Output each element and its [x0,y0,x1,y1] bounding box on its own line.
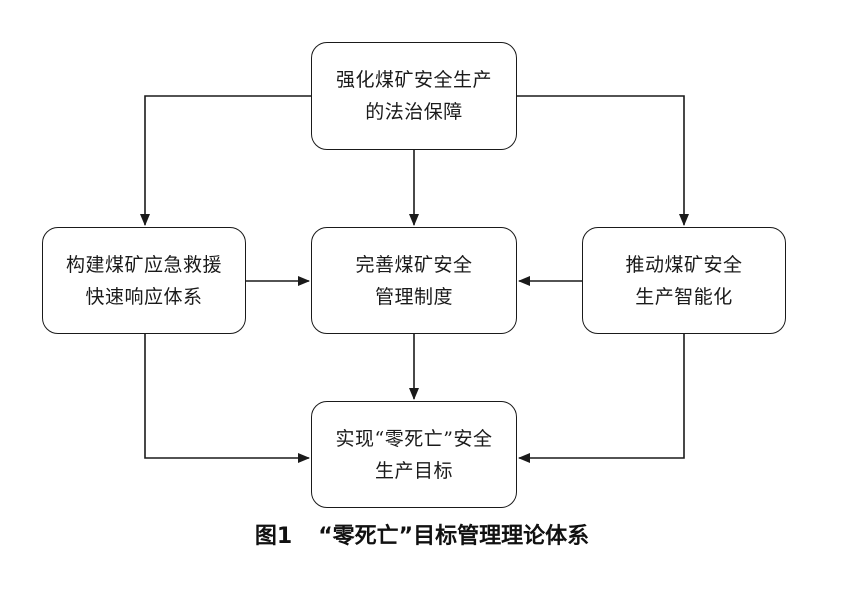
figure-number: 图1 [254,524,293,549]
arrow-top-to-right [517,95,689,226]
node-emergency-response: 构建煤矿应急救援 快速响应体系 [42,227,246,334]
node-intelligent-production: 推动煤矿安全 生产智能化 [582,227,786,334]
node-text-line: 完善煤矿安全 [355,253,473,276]
node-text-line: 快速响应体系 [85,285,203,308]
node-text-line: 生产目标 [374,459,453,482]
node-text-line: 推动煤矿安全 [625,253,743,276]
node-text-line: 的法治保障 [365,101,463,123]
figure-title: “零死亡”目标管理理论体系 [318,524,590,549]
node-text-line: 管理制度 [374,285,453,308]
arrow-top-to-left [140,95,311,226]
figure-caption: 图1 “零死亡”目标管理理论体系 [0,522,844,552]
node-text-line: 强化煤矿安全生产 [335,69,492,91]
node-management-system: 完善煤矿安全 管理制度 [311,227,517,334]
node-text-line: 生产智能化 [635,285,733,308]
arrow-right-to-bottom [518,334,685,463]
node-legal-guarantee: 强化煤矿安全生产 的法治保障 [311,42,517,150]
node-zero-death-goal: 实现“零死亡”安全 生产目标 [311,401,517,508]
arrow-left-to-bottom [144,334,310,463]
node-text-line: 实现“零死亡”安全 [335,427,493,450]
node-text-line: 构建煤矿应急救援 [65,253,222,276]
